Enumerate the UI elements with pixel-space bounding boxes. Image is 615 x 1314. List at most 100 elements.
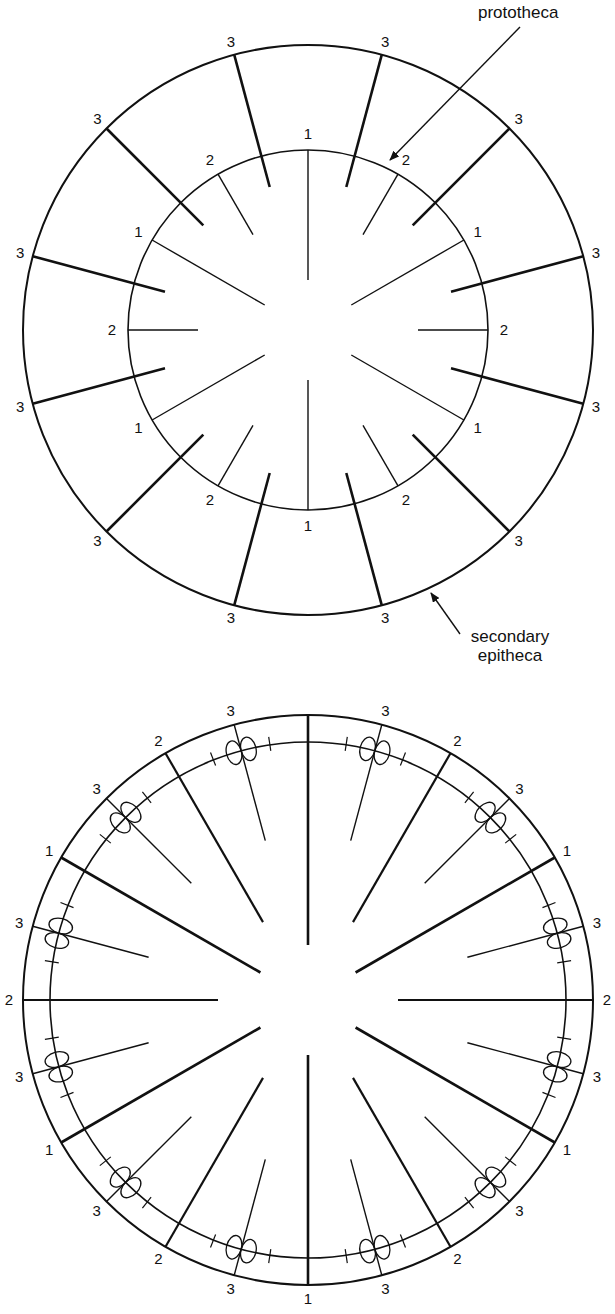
septum-order-number: 3 bbox=[515, 111, 523, 128]
third-order-septum bbox=[107, 129, 204, 226]
septum-order-number: 2 bbox=[500, 322, 508, 339]
septum-order-number: 2 bbox=[154, 1251, 162, 1268]
growth-tick bbox=[211, 753, 216, 766]
first-order-septum bbox=[307, 150, 308, 280]
second-order-septum bbox=[128, 329, 198, 330]
septum-order-number: 3 bbox=[381, 34, 389, 51]
septum-order-number: 1 bbox=[134, 420, 142, 437]
septum-order-number: 1 bbox=[563, 842, 571, 859]
pore-oval bbox=[107, 809, 135, 837]
third-order-septum bbox=[107, 1117, 192, 1202]
septum-order-number: 2 bbox=[206, 152, 214, 169]
pore-oval bbox=[47, 916, 74, 937]
secondary-epitheca-wall bbox=[23, 45, 593, 615]
growth-tick bbox=[100, 834, 111, 843]
growth-tick bbox=[400, 753, 405, 766]
septum-order-number: 3 bbox=[381, 610, 389, 627]
first-order-septum bbox=[152, 240, 265, 305]
third-order-septum bbox=[467, 1043, 583, 1074]
septum-order-number: 3 bbox=[592, 245, 600, 262]
third-order-septum bbox=[33, 1043, 149, 1074]
pore-oval bbox=[471, 1174, 499, 1202]
septum-order-number: 3 bbox=[93, 532, 101, 549]
pore-oval bbox=[238, 735, 259, 762]
leader-arrow bbox=[390, 27, 520, 160]
second-order-septum bbox=[363, 174, 398, 235]
second-order-septum bbox=[218, 174, 253, 235]
third-order-septum bbox=[107, 799, 192, 884]
septum-order-number: 3 bbox=[515, 1203, 523, 1220]
first-order-septum bbox=[351, 355, 464, 420]
growth-tick bbox=[465, 792, 474, 803]
septum-order-number: 3 bbox=[381, 1281, 389, 1298]
third-order-septum bbox=[33, 926, 149, 957]
third-order-septum bbox=[346, 55, 382, 187]
septum-order-number: 3 bbox=[92, 780, 100, 797]
pore-oval bbox=[542, 1064, 569, 1085]
growth-tick bbox=[345, 1249, 347, 1263]
septum-order-number: 2 bbox=[453, 733, 461, 750]
septum-order-number: 3 bbox=[593, 1069, 601, 1086]
growth-tick bbox=[211, 1235, 216, 1248]
septum-order-number: 2 bbox=[5, 992, 13, 1009]
septum-order-number: 3 bbox=[593, 914, 601, 931]
septum-order-number: 3 bbox=[15, 914, 23, 931]
third-order-septum bbox=[33, 256, 165, 292]
third-order-septum bbox=[451, 368, 583, 404]
third-order-septum bbox=[234, 1159, 265, 1275]
first-order-septum bbox=[61, 1028, 260, 1143]
growth-tick bbox=[61, 1092, 74, 1097]
growth-tick bbox=[400, 1235, 405, 1248]
septum-order-number: 1 bbox=[304, 126, 312, 143]
septum-order-number: 3 bbox=[16, 245, 24, 262]
growth-tick bbox=[269, 737, 271, 751]
septum-order-number: 3 bbox=[515, 532, 523, 549]
pore-oval bbox=[117, 1174, 145, 1202]
septum-order-number: 2 bbox=[603, 992, 611, 1009]
septum-order-number: 1 bbox=[474, 224, 482, 241]
septum-order-number: 3 bbox=[515, 780, 523, 797]
septum-order-number: 3 bbox=[226, 1281, 234, 1298]
pore-oval bbox=[224, 1234, 245, 1261]
septum-order-number: 3 bbox=[16, 399, 24, 416]
third-order-septum bbox=[413, 129, 510, 226]
second-order-septum bbox=[353, 753, 451, 922]
first-order-septum bbox=[351, 240, 464, 305]
septum-order-number: 3 bbox=[92, 1203, 100, 1220]
septum-order-number: 1 bbox=[474, 420, 482, 437]
third-order-septum bbox=[351, 1159, 382, 1275]
septum-order-number: 1 bbox=[45, 1141, 53, 1158]
septum-order-number: 2 bbox=[154, 733, 162, 750]
septum-order-number: 2 bbox=[453, 1251, 461, 1268]
growth-tick bbox=[543, 1092, 556, 1097]
growth-tick bbox=[142, 1197, 151, 1208]
septum-order-number: 2 bbox=[402, 152, 410, 169]
growth-tick bbox=[269, 1249, 271, 1263]
third-order-septum bbox=[234, 473, 270, 605]
septum-order-number: 1 bbox=[134, 224, 142, 241]
septum-order-number: 1 bbox=[563, 1141, 571, 1158]
growth-tick bbox=[142, 792, 151, 803]
septum-order-number: 3 bbox=[15, 1069, 23, 1086]
pore-oval bbox=[372, 739, 393, 766]
first-order-septum bbox=[356, 1028, 555, 1143]
third-order-septum bbox=[234, 55, 270, 187]
third-order-septum bbox=[467, 926, 583, 957]
septum-order-number: 3 bbox=[381, 703, 389, 720]
leader-arrow bbox=[431, 593, 460, 634]
first-order-septum bbox=[307, 1055, 310, 1285]
growth-tick bbox=[505, 834, 516, 843]
second-order-septum bbox=[398, 999, 593, 1001]
septum-order-number: 3 bbox=[227, 34, 235, 51]
pore-oval bbox=[546, 930, 573, 951]
first-order-septum bbox=[61, 858, 260, 973]
third-order-septum bbox=[425, 799, 510, 884]
growth-tick bbox=[557, 1037, 571, 1039]
first-order-septum bbox=[152, 355, 265, 420]
growth-tick bbox=[543, 903, 556, 908]
third-order-septum bbox=[451, 256, 583, 292]
pore-oval bbox=[471, 799, 499, 827]
first-order-septum bbox=[307, 715, 310, 945]
septum-order-number: 1 bbox=[304, 1291, 312, 1308]
septum-order-number: 2 bbox=[108, 322, 116, 339]
